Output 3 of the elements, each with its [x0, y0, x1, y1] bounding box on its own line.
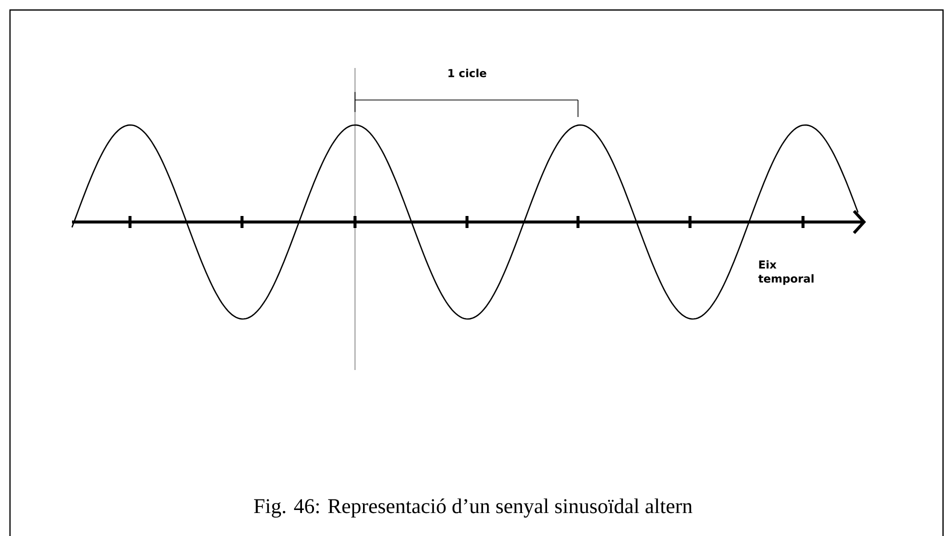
- caption: Fig. 46: Representació d’un senyal sinusoïdal altern: [254, 498, 692, 518]
- cycle-label: 1 cicle: [448, 68, 486, 78]
- axis-label: Eix temporal: [758, 260, 814, 285]
